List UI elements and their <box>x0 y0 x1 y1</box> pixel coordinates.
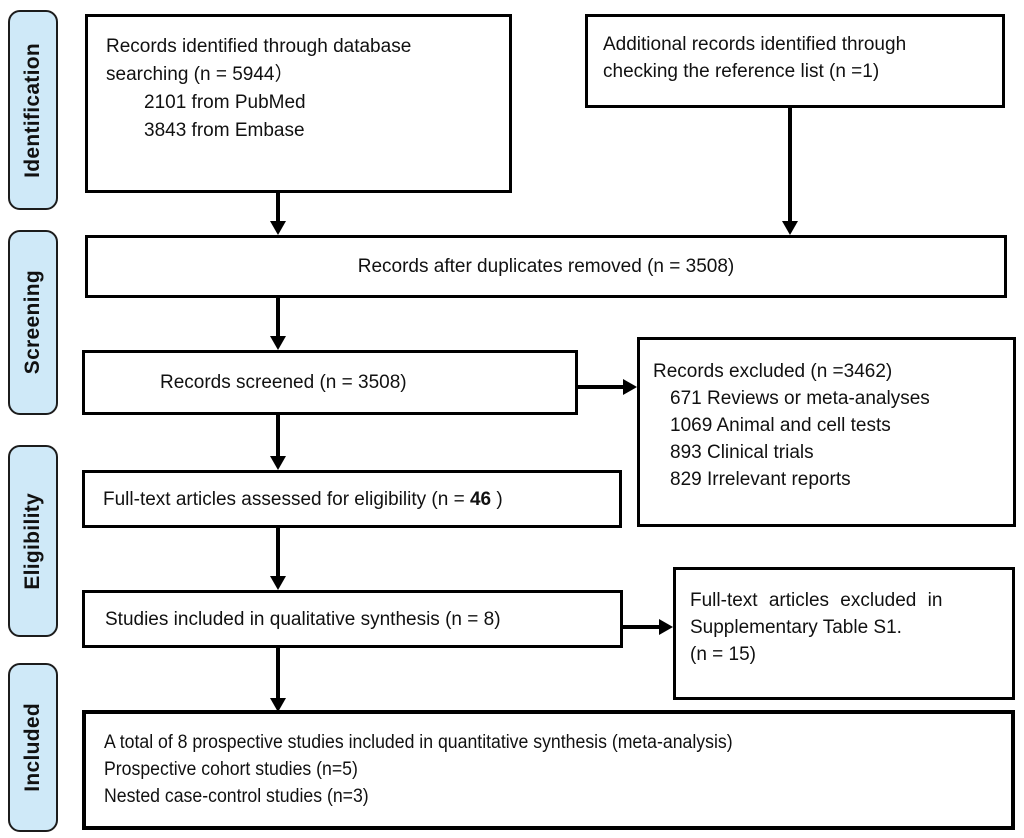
box-fulltext-excluded-line3: (n = 15) <box>690 644 757 665</box>
arrow-screened-to-fulltext <box>270 415 286 470</box>
quantitative-line1: A total of 8 prospective studies include… <box>104 732 733 753</box>
box-additional-records-line1: Additional records identified through <box>603 34 907 55</box>
box-additional-records: Additional records identified through ch… <box>585 14 1005 108</box>
box-duplicates-removed: Records after duplicates removed (n = 35… <box>85 235 1007 298</box>
stage-identification: Identification <box>8 10 58 210</box>
box-fulltext-excluded-line1: Full-text articles excluded in <box>690 590 943 611</box>
arrow-duplicates-to-screened <box>270 298 286 350</box>
quantitative-line2: Prospective cohort studies (n=5) <box>104 759 358 780</box>
arrow-identified-to-duplicates <box>270 193 286 235</box>
box-fulltext-assessed-text: Full-text articles assessed for eligibil… <box>103 486 619 513</box>
stage-screening: Screening <box>8 230 58 415</box>
box-fulltext-excluded-line2: Supplementary Table S1. <box>690 617 902 638</box>
box-records-identified-pubmed: 2101 from PubMed <box>144 92 306 113</box>
fulltext-assessed-prefix: Full-text articles assessed for eligibil… <box>103 488 470 510</box>
stage-included: Included <box>8 663 58 832</box>
box-records-excluded-title: Records excluded (n =3462) <box>653 361 893 382</box>
stage-included-label: Included <box>21 703 44 792</box>
box-records-excluded-item: 1069 Animal and cell tests <box>670 415 891 436</box>
box-records-excluded-item: 671 Reviews or meta-analyses <box>670 388 930 409</box>
box-records-identified: Records identified through database sear… <box>85 14 512 193</box>
box-records-screened-text: Records screened (n = 3508) <box>160 372 407 393</box>
box-qualitative-synthesis-text: Studies included in qualitative synthesi… <box>105 608 501 630</box>
stage-eligibility: Eligibility <box>8 445 58 637</box>
box-quantitative-synthesis: A total of 8 prospective studies include… <box>82 710 1015 830</box>
arrow-screened-to-excluded <box>578 379 637 395</box>
box-records-identified-line2: searching (n = 5944） <box>106 64 294 85</box>
fulltext-assessed-suffix: ) <box>491 488 503 510</box>
arrow-qualitative-to-quantitative <box>270 648 286 712</box>
stage-eligibility-label: Eligibility <box>21 492 44 590</box>
box-records-screened: Records screened (n = 3508) <box>82 350 578 415</box>
box-fulltext-excluded: Full-text articles excluded in Supplemen… <box>673 567 1015 700</box>
quantitative-line3: Nested case-control studies (n=3) <box>104 786 369 807</box>
arrow-fulltext-to-qualitative <box>270 528 286 590</box>
box-records-excluded-item: 829 Irrelevant reports <box>670 469 851 490</box>
box-duplicates-removed-text: Records after duplicates removed (n = 35… <box>357 256 735 277</box>
box-records-excluded: Records excluded (n =3462) 671 Reviews o… <box>637 337 1016 527</box>
arrow-additional-to-duplicates <box>782 108 798 235</box>
fulltext-assessed-n: 46 <box>469 488 492 510</box>
stage-screening-label: Screening <box>21 270 44 375</box>
box-records-identified-line1: Records identified through database <box>106 36 412 57</box>
box-records-excluded-item: 893 Clinical trials <box>670 442 814 463</box>
stage-identification-label: Identification <box>21 42 44 178</box>
box-qualitative-synthesis: Studies included in qualitative synthesi… <box>82 590 623 648</box>
arrow-qualitative-to-fulltext-excluded <box>623 619 673 635</box>
box-quantitative-synthesis-lines: A total of 8 prospective studies include… <box>104 729 1007 810</box>
box-records-identified-embase: 3843 from Embase <box>144 120 305 141</box>
box-additional-records-line2: checking the reference list (n =1) <box>603 61 880 82</box>
box-fulltext-assessed: Full-text articles assessed for eligibil… <box>82 470 622 528</box>
